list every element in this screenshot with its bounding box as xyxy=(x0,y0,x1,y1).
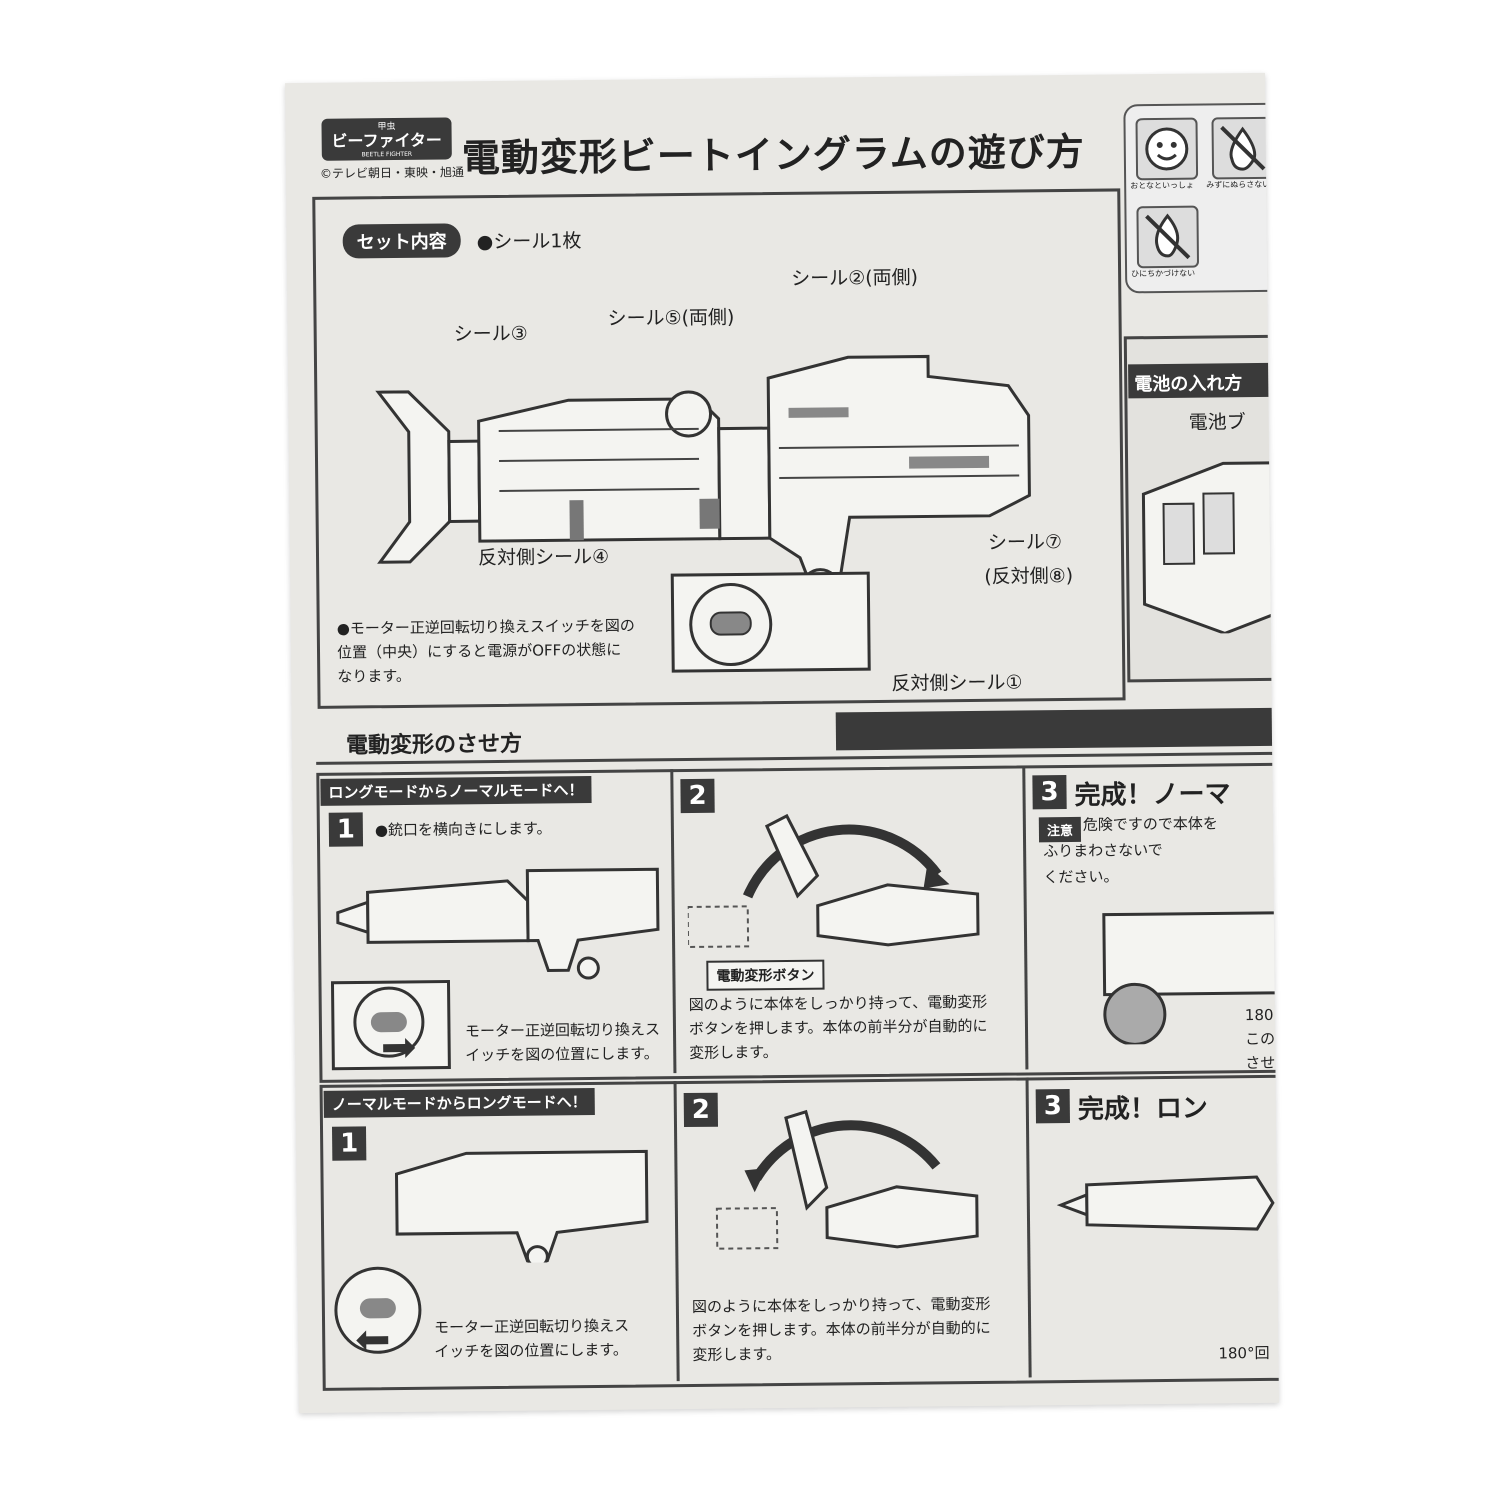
row2-step1-illustration xyxy=(394,1149,649,1265)
row2-band: ノーマルモードからロングモードへ！ xyxy=(323,1087,595,1118)
smiley-caption: おとなといっしょ xyxy=(1130,180,1194,191)
logo-line2: ビーファイター xyxy=(331,130,442,151)
row2-step2-text: 図のように本体をしっかり持って、電動変形 ボタンを押します。本体の前半分が自動的… xyxy=(692,1292,991,1367)
row2-step2-line3: 変形します。 xyxy=(692,1345,782,1364)
row2-step1-number: 1 xyxy=(331,1126,367,1161)
row1-step2-illustration xyxy=(686,813,980,949)
battery-label: 電池ブ xyxy=(1188,411,1246,434)
caution-line1: 危険ですので本体を xyxy=(1082,814,1218,834)
beetingram-illustration xyxy=(375,354,1031,603)
row2-step3-illustration xyxy=(1056,1175,1275,1231)
transform-section-header: 電動変形のさせ方 xyxy=(315,707,1279,765)
no-water-icon xyxy=(1211,116,1275,180)
battery-heading: 電池の入れ方 xyxy=(1128,362,1279,399)
instruction-sheet: 甲虫 ビーファイター BEETLE FIGHTER ©テレビ朝日・東映・旭通 電… xyxy=(285,72,1279,1414)
row1-step2-line2: ボタンを押します。本体の前半分が自動的に xyxy=(688,1016,988,1038)
no-fire-caption: ひにちかづけない xyxy=(1131,268,1196,279)
row1-step1-text: ●銃口を横向きにします。 xyxy=(374,819,552,840)
section-header-bar xyxy=(835,707,1279,751)
row1-step2-text: 図のように本体をしっかり持って、電動変形 ボタンを押します。本体の前半分が自動的… xyxy=(689,990,988,1065)
set-contents-pill: セット内容 xyxy=(342,223,461,259)
row2-step2-illustration xyxy=(715,1109,979,1250)
row1-step1-number: 1 xyxy=(328,812,364,847)
row1-step1-illustration xyxy=(336,867,660,980)
row1-switch-line1: モーター正逆回転切り換えス xyxy=(464,1020,661,1041)
logo: 甲虫 ビーファイター BEETLE FIGHTER xyxy=(321,117,452,161)
no-fire-icon xyxy=(1136,205,1200,269)
label-seal5: シール⑤(両側) xyxy=(607,306,735,330)
row1-step3-frag3: させ xyxy=(1245,1053,1276,1073)
switch-note-line1: ●モーター正逆回転切り換えスイッチを図の xyxy=(336,616,635,638)
row1-step2-line1: 図のように本体をしっかり持って、電動変形 xyxy=(688,992,988,1014)
switch-detail-illustration xyxy=(670,571,871,673)
caution-line3: ください。 xyxy=(1043,867,1119,887)
battery-illustration xyxy=(1141,461,1279,635)
row2-switch-line1: モーター正逆回転切り換えス xyxy=(434,1316,630,1337)
row2-step2-line2: ボタンを押します。本体の前半分が自動的に xyxy=(692,1318,991,1340)
seal-count: ●シール1枚 xyxy=(476,230,582,254)
row2-switch-line2: イッチを図の位置にします。 xyxy=(434,1340,628,1361)
copyright: ©テレビ朝日・東映・旭通 xyxy=(319,165,465,181)
row2-step1-switch-text: モーター正逆回転切り換えス イッチを図の位置にします。 xyxy=(434,1314,630,1364)
row2-step3-number: 3 xyxy=(1035,1089,1070,1124)
row2-step2-line1: 図のように本体をしっかり持って、電動変形 xyxy=(691,1294,991,1316)
label-seal2: シール②(両側) xyxy=(791,266,919,290)
safety-icons-panel: おとなといっしょ みずにぬらさないで ひにちかづけない xyxy=(1123,102,1279,294)
switch-note: ●モーター正逆回転切り換えスイッチを図の 位置（中央）にすると電源がOFFの状態… xyxy=(337,613,678,689)
label-seal1: 反対側シール① xyxy=(891,671,1023,695)
row1-step2-line3: 変形します。 xyxy=(689,1043,778,1062)
caution-line2: ふりまわさないで xyxy=(1043,841,1163,861)
smiley-icon xyxy=(1135,117,1199,181)
row1-switch-line2: イッチを図の位置にします。 xyxy=(465,1044,659,1065)
row1-band: ロングモードからノーマルモードへ！ xyxy=(320,775,592,806)
row1-step3-title: 完成！ノーマ xyxy=(1074,779,1231,811)
row2-step3-title: 完成！ロン xyxy=(1077,1093,1209,1125)
row1-step3-frag: 180 この させ xyxy=(1245,1003,1276,1075)
row2-step1-switch xyxy=(334,1266,422,1354)
row1-step1-switch-text: モーター正逆回転切り換えス イッチを図の位置にします。 xyxy=(465,1017,661,1067)
row1-step1-switch xyxy=(330,979,451,1071)
page-title: 電動変形ビートイングラムの遊び方 xyxy=(461,129,1085,181)
row1-step3-illustration xyxy=(1102,911,1279,1045)
transform-button-label: 電動変形ボタン xyxy=(706,959,825,991)
row1-step3-number: 3 xyxy=(1032,775,1067,810)
row1-step3-frag1: 180 xyxy=(1244,1005,1274,1025)
no-water-caption: みずにぬらさないで xyxy=(1206,179,1278,190)
row1-step3-frag2: この xyxy=(1245,1029,1276,1049)
switch-note-line3: なります。 xyxy=(337,666,411,686)
transform-section-title: 電動変形のさせ方 xyxy=(345,731,523,759)
label-seal3: シール③ xyxy=(453,322,528,346)
row2-step3-frag: 180°回 xyxy=(1218,1343,1270,1363)
switch-note-line2: 位置（中央）にすると電源がOFFの状態に xyxy=(336,640,622,662)
